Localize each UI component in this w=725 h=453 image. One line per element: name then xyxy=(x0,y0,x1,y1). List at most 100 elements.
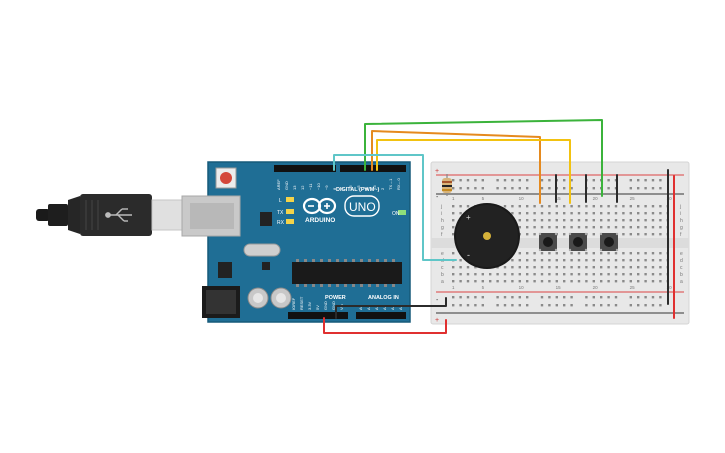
breadboard-hole[interactable] xyxy=(644,252,647,255)
breadboard-hole[interactable] xyxy=(503,205,507,208)
breadboard-hole[interactable] xyxy=(563,179,566,182)
breadboard-hole[interactable] xyxy=(466,273,470,276)
breadboard-hole[interactable] xyxy=(452,304,455,307)
breadboard-hole[interactable] xyxy=(607,212,610,215)
breadboard-hole[interactable] xyxy=(526,273,529,276)
breadboard-hole[interactable] xyxy=(555,266,558,269)
breadboard-hole[interactable] xyxy=(511,179,514,182)
breadboard-hole[interactable] xyxy=(585,273,588,276)
breadboard-hole[interactable] xyxy=(548,252,551,255)
breadboard-hole[interactable] xyxy=(474,280,477,283)
breadboard-hole[interactable] xyxy=(526,233,529,236)
breadboard-hole[interactable] xyxy=(570,259,573,262)
breadboard-hole[interactable] xyxy=(651,212,655,215)
breadboard-hole[interactable] xyxy=(637,259,640,262)
breadboard-hole[interactable] xyxy=(644,212,647,215)
breadboard-hole[interactable] xyxy=(496,273,499,276)
breadboard-hole[interactable] xyxy=(563,226,566,229)
breadboard-hole[interactable] xyxy=(651,296,655,299)
breadboard-hole[interactable] xyxy=(452,187,455,190)
breadboard-hole[interactable] xyxy=(481,179,484,182)
breadboard-hole[interactable] xyxy=(644,280,647,283)
breadboard-hole[interactable] xyxy=(644,226,647,229)
breadboard-hole[interactable] xyxy=(518,179,521,182)
breadboard-hole[interactable] xyxy=(592,304,595,307)
breadboard-hole[interactable] xyxy=(585,219,588,222)
wire-black[interactable] xyxy=(335,297,447,319)
breadboard-hole[interactable] xyxy=(585,296,588,299)
piezo-buzzer[interactable]: + - xyxy=(454,203,520,269)
breadboard-hole[interactable] xyxy=(459,187,462,190)
breadboard-hole[interactable] xyxy=(607,259,610,262)
breadboard-hole[interactable] xyxy=(526,280,529,283)
breadboard-hole[interactable] xyxy=(540,296,544,299)
breadboard-hole[interactable] xyxy=(555,273,558,276)
breadboard-hole[interactable] xyxy=(503,296,507,299)
breadboard-hole[interactable] xyxy=(607,252,610,255)
breadboard-hole[interactable] xyxy=(607,179,610,182)
breadboard-hole[interactable] xyxy=(614,273,618,276)
breadboard-hole[interactable] xyxy=(489,280,492,283)
breadboard-hole[interactable] xyxy=(607,266,610,269)
breadboard-hole[interactable] xyxy=(496,280,499,283)
breadboard-hole[interactable] xyxy=(452,205,455,208)
breadboard-hole[interactable] xyxy=(629,205,632,208)
breadboard-hole[interactable] xyxy=(607,219,610,222)
breadboard-hole[interactable] xyxy=(607,304,610,307)
breadboard-hole[interactable] xyxy=(570,205,573,208)
breadboard-hole[interactable] xyxy=(563,205,566,208)
breadboard-hole[interactable] xyxy=(629,304,632,307)
breadboard-hole[interactable] xyxy=(563,304,566,307)
breadboard-hole[interactable] xyxy=(518,187,521,190)
breadboard-hole[interactable] xyxy=(637,226,640,229)
breadboard-hole[interactable] xyxy=(637,233,640,236)
breadboard-hole[interactable] xyxy=(585,280,588,283)
breadboard-hole[interactable] xyxy=(592,219,595,222)
breadboard-hole[interactable] xyxy=(466,266,470,269)
breadboard-hole[interactable] xyxy=(577,226,581,229)
breadboard-hole[interactable] xyxy=(592,226,595,229)
pushbutton-3[interactable] xyxy=(599,232,619,252)
breadboard-hole[interactable] xyxy=(570,219,573,222)
breadboard-hole[interactable] xyxy=(496,304,499,307)
breadboard-hole[interactable] xyxy=(526,205,529,208)
breadboard-hole[interactable] xyxy=(614,304,618,307)
breadboard-hole[interactable] xyxy=(637,212,640,215)
breadboard-hole[interactable] xyxy=(592,179,595,182)
breadboard-hole[interactable] xyxy=(659,233,662,236)
breadboard-hole[interactable] xyxy=(614,280,618,283)
breadboard-hole[interactable] xyxy=(452,233,455,236)
breadboard-hole[interactable] xyxy=(577,252,581,255)
breadboard-hole[interactable] xyxy=(637,219,640,222)
breadboard-hole[interactable] xyxy=(614,266,618,269)
breadboard-hole[interactable] xyxy=(607,273,610,276)
breadboard-hole[interactable] xyxy=(511,187,514,190)
breadboard-hole[interactable] xyxy=(600,259,603,262)
breadboard-hole[interactable] xyxy=(659,226,662,229)
breadboard-hole[interactable] xyxy=(563,266,566,269)
breadboard-hole[interactable] xyxy=(637,252,640,255)
breadboard-hole[interactable] xyxy=(570,226,573,229)
breadboard-hole[interactable] xyxy=(651,273,655,276)
breadboard-hole[interactable] xyxy=(548,212,551,215)
breadboard-hole[interactable] xyxy=(548,280,551,283)
breadboard-hole[interactable] xyxy=(533,252,536,255)
breadboard-hole[interactable] xyxy=(526,226,529,229)
breadboard-hole[interactable] xyxy=(555,296,558,299)
breadboard-hole[interactable] xyxy=(563,252,566,255)
wire-cyan[interactable] xyxy=(333,154,457,261)
breadboard-hole[interactable] xyxy=(518,219,521,222)
breadboard-hole[interactable] xyxy=(526,187,529,190)
breadboard-hole[interactable] xyxy=(563,187,566,190)
breadboard-hole[interactable] xyxy=(481,280,484,283)
breadboard-hole[interactable] xyxy=(577,273,581,276)
breadboard-hole[interactable] xyxy=(452,212,455,215)
breadboard-hole[interactable] xyxy=(651,252,655,255)
breadboard-hole[interactable] xyxy=(629,296,632,299)
breadboard-hole[interactable] xyxy=(533,273,536,276)
breadboard-hole[interactable] xyxy=(600,205,603,208)
breadboard-hole[interactable] xyxy=(570,266,573,269)
breadboard-hole[interactable] xyxy=(659,219,662,222)
breadboard-hole[interactable] xyxy=(659,187,662,190)
breadboard-hole[interactable] xyxy=(481,273,484,276)
